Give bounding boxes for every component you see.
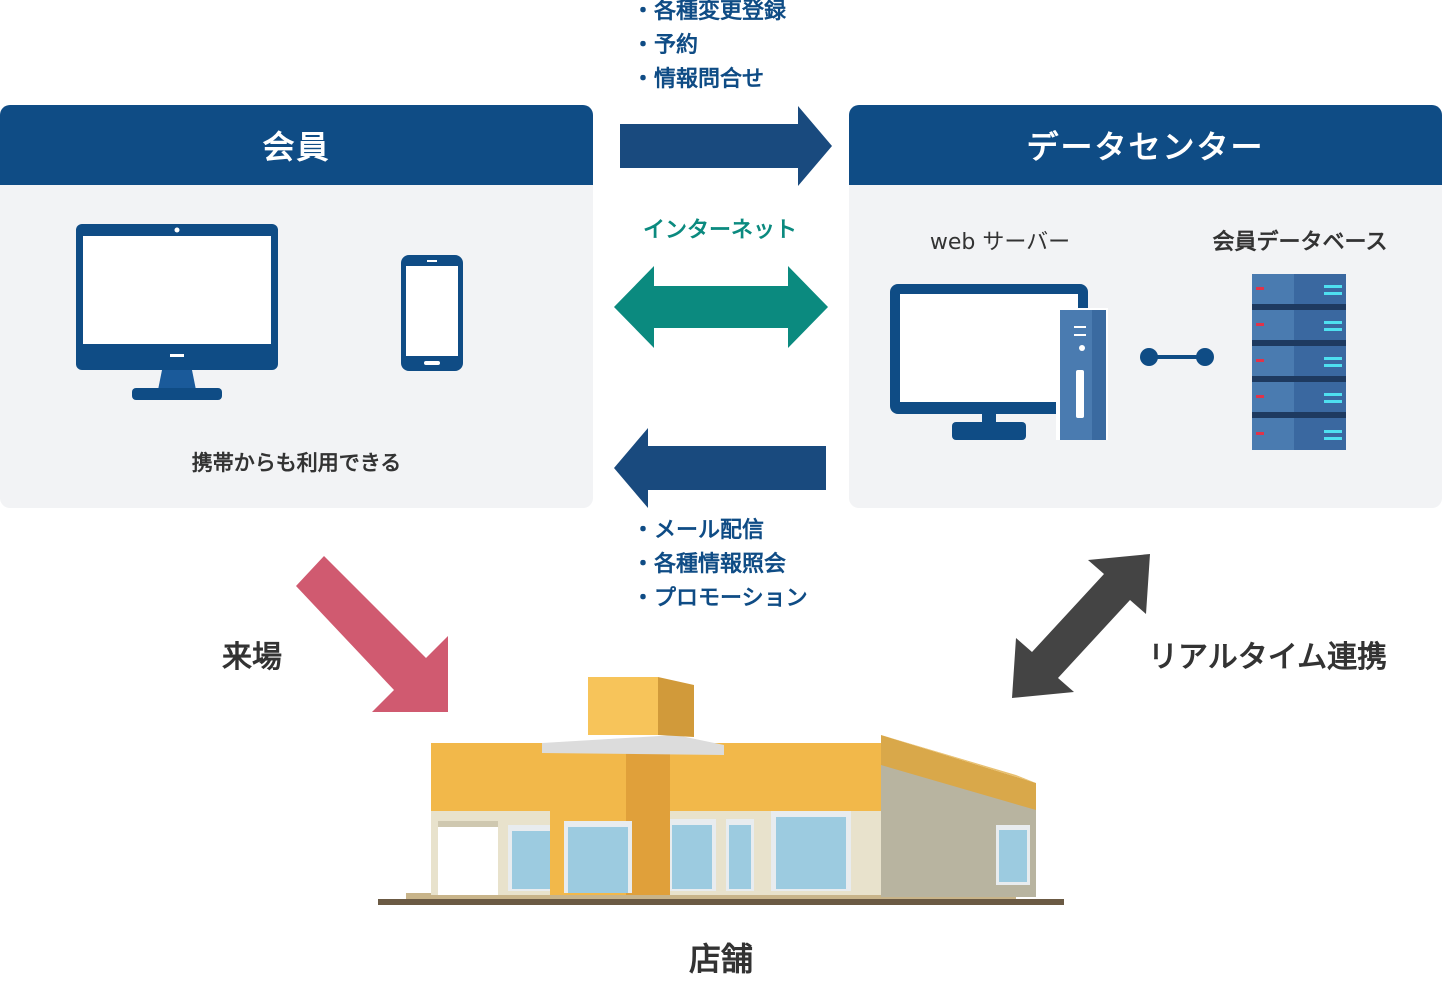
- datacenter-title: データセンター: [849, 105, 1442, 185]
- from-datacenter-list: メール配信 各種情報照会 プロモーション: [632, 514, 808, 616]
- desktop-monitor-icon: [76, 224, 278, 400]
- realtime-double-arrow: [1012, 554, 1150, 698]
- smartphone-icon: [401, 255, 463, 371]
- member-title: 会員: [0, 105, 593, 185]
- visit-arrow: [296, 556, 448, 712]
- list-item: 各種変更登録: [632, 0, 786, 29]
- left-arrow-from-datacenter: [614, 428, 826, 508]
- visit-label: 来場: [222, 640, 282, 675]
- member-db-label: 会員データベース: [1212, 230, 1388, 255]
- list-item: プロモーション: [632, 582, 808, 616]
- internet-double-arrow: [614, 266, 828, 348]
- member-caption: 携帯からも利用できる: [191, 451, 402, 475]
- store-label: 店舗: [688, 940, 753, 978]
- realtime-label: リアルタイム連携: [1148, 640, 1388, 675]
- connector-icon: [1140, 348, 1214, 366]
- right-arrow-to-datacenter: [620, 106, 832, 186]
- web-server-label: web サーバー: [929, 230, 1071, 255]
- list-item: 各種情報照会: [632, 548, 808, 582]
- list-item: 情報問合せ: [632, 63, 786, 97]
- to-datacenter-list: 各種変更登録 予約 情報問合せ: [632, 0, 786, 97]
- store-building-icon: [378, 677, 1064, 905]
- web-server-icon: [890, 284, 1108, 440]
- list-item: 予約: [632, 29, 786, 63]
- database-server-icon: [1252, 274, 1346, 450]
- list-item: メール配信: [632, 514, 808, 548]
- internet-label: インターネット: [642, 218, 797, 243]
